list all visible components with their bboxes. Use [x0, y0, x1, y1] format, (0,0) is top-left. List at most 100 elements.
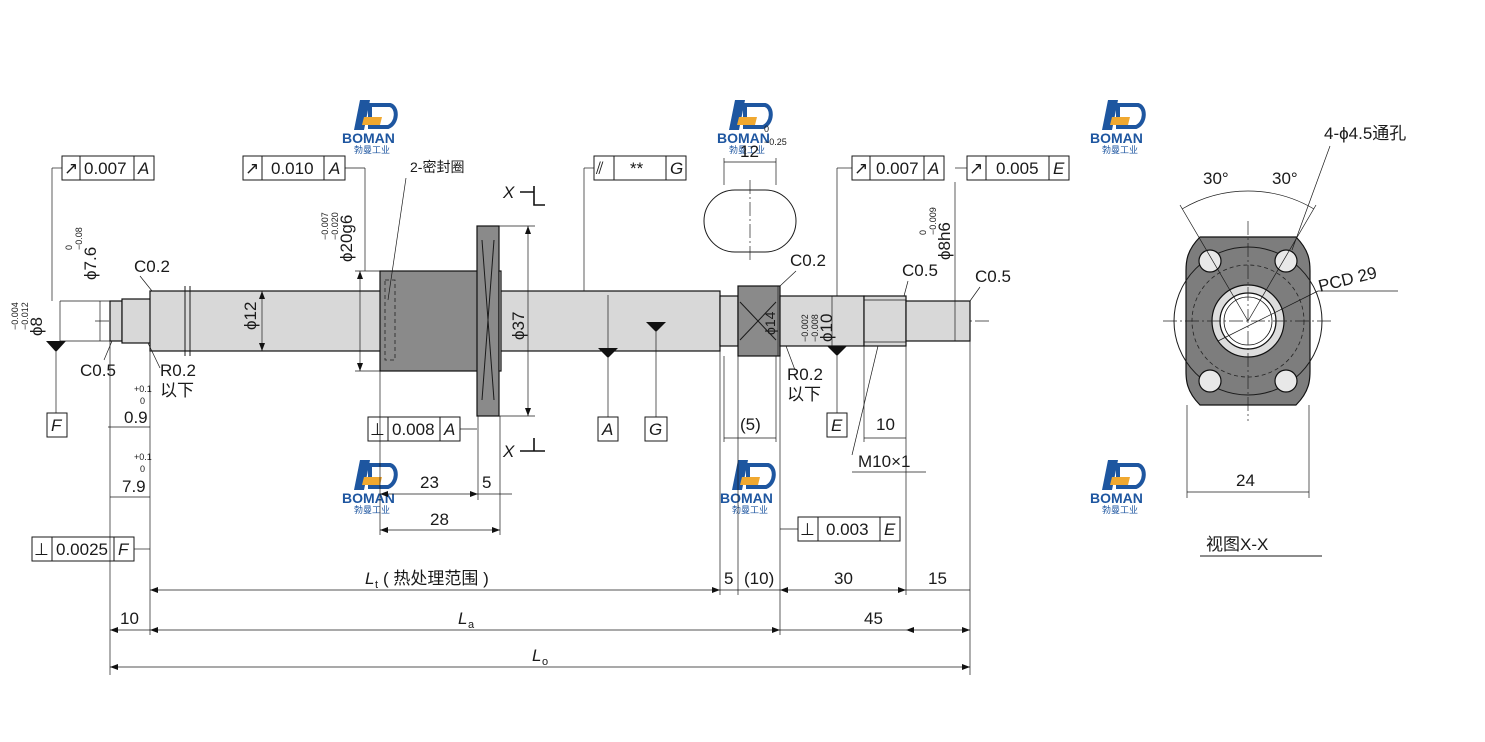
svg-text:ϕ37: ϕ37	[509, 312, 528, 340]
dimension-phi20g6: ϕ20g6 −0.007 −0.020	[320, 212, 380, 372]
svg-text:⫽: ⫽	[595, 159, 604, 178]
svg-text:0: 0	[140, 464, 145, 474]
svg-text:5: 5	[482, 473, 491, 492]
tolerance-frame: ↗ 0.010 A	[242, 155, 366, 271]
svg-text:−0.020: −0.020	[330, 212, 340, 240]
svg-text:E: E	[884, 520, 896, 539]
chamfer-c05-thread: C0.5	[902, 261, 938, 280]
dim-lt: L t ( 热处理范围 )	[150, 569, 720, 591]
section-mark-top: X	[502, 183, 545, 206]
boman-logo: BOMAN 勃曼工业	[717, 100, 773, 155]
tolerance-frame: ↗ 0.007 A	[51, 155, 155, 301]
svg-text:−0.008: −0.008	[810, 314, 820, 342]
chamfer-c02-right: C0.2	[790, 251, 826, 270]
view-title: 视图X-X	[1200, 535, 1322, 557]
dim-paren-10: (10)	[738, 569, 780, 591]
svg-text:ϕ20g6: ϕ20g6	[337, 215, 356, 262]
flange-view	[1163, 190, 1398, 421]
svg-text:0.007: 0.007	[876, 159, 919, 178]
svg-text:28: 28	[430, 510, 449, 529]
collar-phi14	[737, 285, 781, 357]
shaft-end-left	[109, 300, 123, 342]
dim-10-thread: 10	[864, 415, 906, 439]
extension-lines	[109, 341, 971, 675]
dim-15: 15	[906, 569, 970, 591]
svg-text:视图X-X: 视图X-X	[1206, 535, 1268, 554]
dimension-phi8h6: ϕ8h6 0 −0.009	[918, 182, 956, 341]
svg-text:BOMAN: BOMAN	[342, 130, 395, 146]
tolerance-frame: ⊥ 0.003 E	[780, 516, 901, 542]
shaft-journal-left	[121, 298, 153, 344]
svg-text:↗: ↗	[854, 159, 868, 178]
dim-paren-5: (5)	[724, 415, 776, 439]
svg-text:↗: ↗	[969, 159, 983, 178]
svg-text:⊥: ⊥	[34, 540, 49, 559]
svg-text:ϕ10: ϕ10	[817, 314, 836, 342]
tolerance-frame: ⊥ 0.0025 F	[31, 536, 150, 562]
chamfer-c05-left: C0.5	[80, 361, 116, 380]
svg-text:10: 10	[120, 609, 139, 628]
dim-7.9: 7.9 +0.1 0	[110, 452, 152, 498]
svg-text:0: 0	[918, 230, 928, 235]
tolerance-frame: ↗ 0.007 A	[836, 155, 945, 296]
radius-r02-left-note: 以下	[160, 381, 194, 400]
boman-logo: BOMAN 勃曼工业	[342, 460, 398, 515]
svg-text:23: 23	[420, 473, 439, 492]
svg-text:F: F	[51, 416, 63, 435]
dimension-phi14: ϕ14	[762, 286, 779, 356]
dim-la: L a	[150, 609, 780, 631]
dim-23: 23	[380, 473, 478, 495]
dim-lo: L o	[110, 646, 970, 668]
svg-text:L: L	[532, 646, 541, 665]
svg-text:( 热处理范围 ): ( 热处理范围 )	[383, 569, 489, 588]
svg-text:ϕ7.6: ϕ7.6	[81, 247, 100, 280]
svg-text:0.007: 0.007	[84, 159, 127, 178]
journal-phi10	[779, 295, 865, 347]
svg-text:0: 0	[764, 124, 769, 134]
svg-text:0.003: 0.003	[826, 520, 869, 539]
svg-text:0.008: 0.008	[392, 420, 435, 439]
dim-10-left: 10	[110, 609, 150, 631]
svg-text:↗: ↗	[245, 159, 259, 178]
svg-text:↗: ↗	[64, 159, 78, 178]
dim-5-flange: 5	[478, 473, 512, 495]
radius-r02-right: R0.2	[787, 365, 823, 384]
datum-F: F	[46, 341, 68, 438]
svg-text:ϕ8: ϕ8	[27, 317, 46, 336]
svg-text:G: G	[649, 420, 662, 439]
svg-text:勃曼工业: 勃曼工业	[1102, 504, 1138, 515]
holes-note: 4-ϕ4.5通孔	[1324, 124, 1406, 143]
svg-text:7.9: 7.9	[122, 477, 146, 496]
svg-text:0.9: 0.9	[124, 408, 148, 427]
svg-text:0.010: 0.010	[271, 159, 314, 178]
svg-text:BOMAN: BOMAN	[1090, 130, 1143, 146]
dimension-phi10: ϕ10 −0.002 −0.008	[800, 296, 836, 346]
svg-text:A: A	[601, 420, 613, 439]
svg-text:(5): (5)	[740, 415, 761, 434]
svg-text:**: **	[630, 159, 644, 178]
dimension-phi12: ϕ12	[241, 291, 263, 351]
svg-text:−0.012: −0.012	[20, 302, 30, 330]
shaft	[109, 285, 971, 357]
svg-text:t: t	[375, 579, 378, 591]
datum-E: E	[826, 346, 848, 438]
svg-text:A: A	[328, 159, 340, 178]
svg-text:0: 0	[140, 396, 145, 406]
svg-text:E: E	[831, 416, 843, 435]
shaft-end-right	[905, 300, 971, 342]
dimension-arrows	[110, 226, 970, 670]
d-cut-section: 12 0 −0.25	[703, 124, 797, 262]
boman-logo: BOMAN 勃曼工业	[342, 100, 398, 155]
svg-text:M10×1: M10×1	[858, 452, 910, 471]
svg-text:5: 5	[724, 569, 733, 588]
svg-text:ϕ14: ϕ14	[762, 311, 778, 335]
svg-text:勃曼工业: 勃曼工业	[732, 504, 768, 515]
svg-text:0.005: 0.005	[996, 159, 1039, 178]
svg-text:BOMAN: BOMAN	[720, 490, 773, 506]
svg-text:0.0025: 0.0025	[56, 540, 108, 559]
dim-30: 30	[780, 569, 906, 591]
svg-text:+0.1: +0.1	[134, 452, 152, 462]
boman-logo: BOMAN 勃曼工业	[720, 460, 776, 515]
svg-text:ϕ8h6: ϕ8h6	[935, 222, 954, 260]
svg-text:勃曼工业: 勃曼工业	[729, 144, 765, 155]
